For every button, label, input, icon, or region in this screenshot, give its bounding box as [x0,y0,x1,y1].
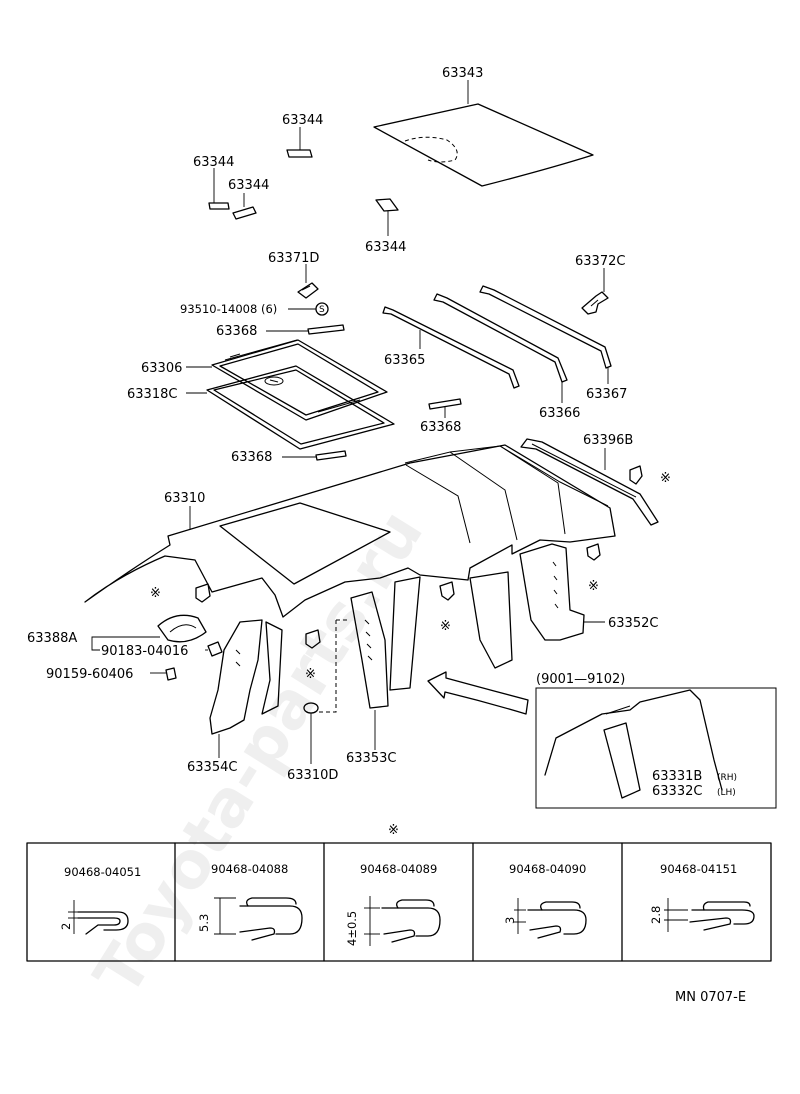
bow-63365 [382,306,520,389]
star-mark-5: ※ [150,586,161,601]
clip-table [26,842,772,962]
label-63344-c: 63344 [228,178,269,193]
label-63318C: 63318C [127,387,177,402]
diagram-code: MN 0707-E [675,990,746,1005]
clip-star-center [439,581,455,601]
arrow-to-inset [427,671,529,715]
pillar-63353C [316,591,389,750]
pillar-panel-mid [389,571,513,691]
headliner-63310 [84,444,616,618]
seal-63318C [186,365,395,450]
label-63310D: 63310D [287,768,338,783]
bracket-63371D [288,264,329,316]
s-mark: S [319,305,325,315]
label-63365: 63365 [384,353,425,368]
clip-1-dim: 2 [59,923,73,930]
strip-63368-c [428,398,462,418]
label-90183-04016: 90183-04016 [101,644,188,659]
star-mark-3: ※ [440,619,451,634]
star-mark-4: ※ [305,667,316,682]
pads-63344 [208,127,399,236]
clip-4-dim: 3 [503,917,517,924]
label-63367: 63367 [586,387,627,402]
bow-63366 [433,293,568,403]
label-63332C: 63332C [652,784,702,799]
label-63353C: 63353C [346,751,396,766]
clip-cell-4 [514,898,587,939]
clip-star-left-mid [305,629,321,649]
label-63344-b: 63344 [193,155,234,170]
clip-star-right-mid [586,543,601,561]
label-63368-a: 63368 [216,324,257,339]
label-63354C: 63354C [187,760,237,775]
label-63388A: 63388A [27,631,77,646]
clip-3-dim: 4±0.5 [345,911,359,946]
label-63368-b: 63368 [231,450,272,465]
label-63371D: 63371D [268,251,319,266]
clip-2-part: 90468-04088 [211,862,288,876]
clip-3-part: 90468-04089 [360,862,437,876]
label-63396B: 63396B [583,433,633,448]
clip-2-dim: 5.3 [197,914,211,932]
clip-cell-2 [214,897,303,941]
label-63366: 63366 [539,406,580,421]
rail-63396B [520,438,659,526]
star-mark-1: ※ [660,471,671,486]
label-63331B-side: (RH) [717,773,737,783]
bracket-63372C [581,268,609,315]
clip-5-dim: 2.8 [649,906,663,924]
label-63368-c: 63368 [420,420,461,435]
clip-star-left [195,583,211,603]
clip-cell-1 [68,900,129,935]
retainer-63310D [303,702,319,764]
label-90159-60406: 90159-60406 [46,667,133,682]
inset-range-label: (9001—9102) [536,672,625,687]
clip-table-star: ※ [388,823,399,838]
assist-grip-63388A [91,614,223,681]
star-mark-2: ※ [588,579,599,594]
strip-63368-b [282,450,347,461]
pillar-63352C [519,543,605,641]
roof-panel-63343 [373,80,594,187]
bow-63367 [479,285,612,384]
clip-cell-5 [664,898,755,932]
sunroof-frame-63306 [186,339,388,421]
clip-cell-3 [364,896,441,946]
label-63306: 63306 [141,361,182,376]
label-63344-a: 63344 [282,113,323,128]
label-63352C: 63352C [608,616,658,631]
label-63343: 63343 [442,66,483,81]
clip-5-part: 90468-04151 [660,862,737,876]
clip-star-right-top [629,465,643,485]
clip-4-part: 90468-04090 [509,862,586,876]
pillar-63354C [209,619,283,758]
label-93510-14008: 93510-14008 (6) [180,302,277,316]
label-63372C: 63372C [575,254,625,269]
label-63331B: 63331B [652,769,702,784]
strip-63368-a [266,324,345,335]
label-63332C-side: (LH) [717,788,736,798]
label-63344-d: 63344 [365,240,406,255]
clip-1-part: 90468-04051 [64,865,141,879]
inset-box [535,687,777,809]
label-63310: 63310 [164,491,205,506]
